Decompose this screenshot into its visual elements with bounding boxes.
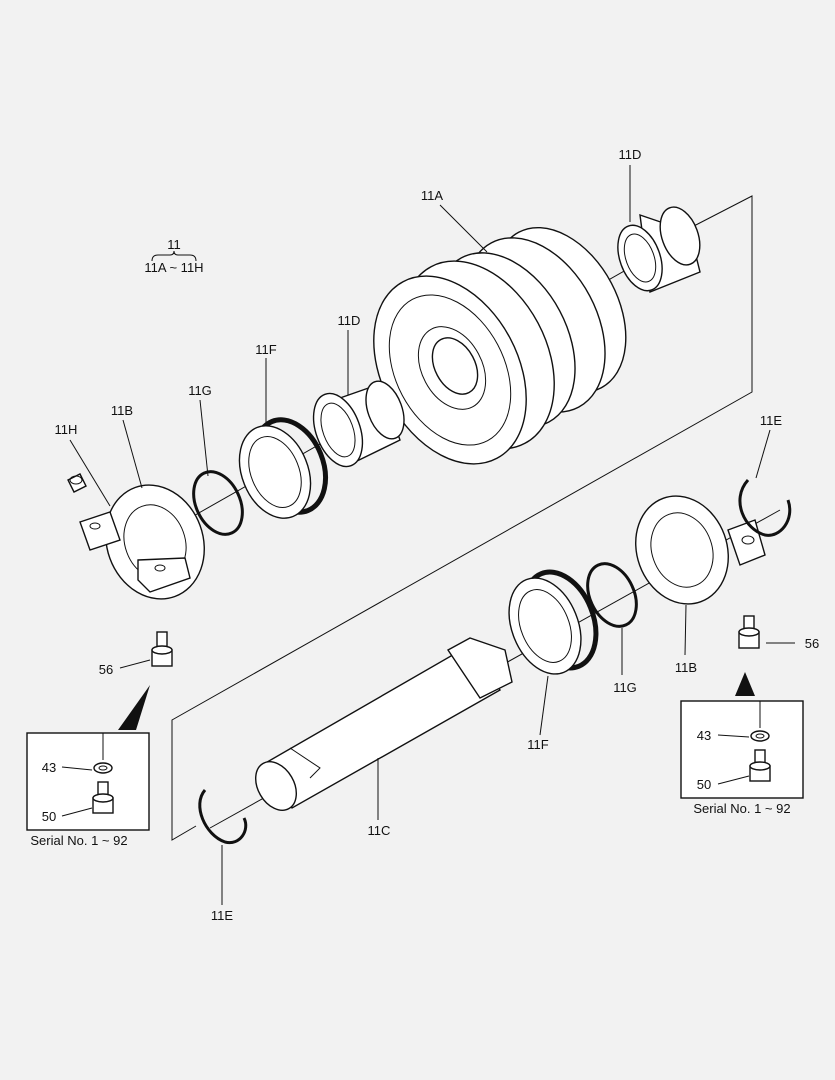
label-56-right: 56 bbox=[805, 636, 819, 651]
part-11e-snapring-top bbox=[738, 478, 792, 537]
part-56-bolt-left bbox=[151, 631, 173, 667]
part-11b-collar-right bbox=[635, 495, 766, 605]
inset-left-caption: Serial No. 1 ~ 92 bbox=[30, 833, 127, 848]
part-11a-roller bbox=[373, 226, 627, 465]
leader-lines bbox=[69, 165, 795, 905]
assembly-number: 11 bbox=[167, 237, 181, 252]
inset-right-bolt-label: 50 bbox=[697, 777, 711, 792]
part-11b-collar-left bbox=[79, 484, 205, 600]
inset-right-bolt bbox=[749, 749, 771, 782]
label-11f-top: 11F bbox=[255, 342, 276, 357]
inset-left: 43 50 bbox=[26, 732, 150, 831]
label-11f-bottom: 11F bbox=[527, 737, 548, 752]
inset-left-washer-label: 43 bbox=[42, 760, 56, 775]
part-11c-shaft bbox=[255, 637, 513, 811]
inset-left-bolt-label: 50 bbox=[42, 809, 56, 824]
inset-right-caption: Serial No. 1 ~ 92 bbox=[693, 801, 790, 816]
label-11e-top: 11E bbox=[760, 413, 782, 428]
part-11g-oring-bottom bbox=[586, 562, 638, 628]
label-56-left: 56 bbox=[99, 662, 113, 677]
arrow-to-inset-left bbox=[118, 685, 150, 730]
label-11e-bottom: 11E bbox=[211, 908, 233, 923]
label-11b-right: 11B bbox=[675, 660, 697, 675]
inset-right-washer-label: 43 bbox=[697, 728, 711, 743]
part-56-bolt-right bbox=[738, 615, 760, 649]
part-11d-bushing-mid bbox=[312, 380, 405, 468]
part-11g-oring-top bbox=[192, 470, 244, 536]
part-11f-seal-top bbox=[238, 417, 328, 519]
label-11d-top: 11D bbox=[619, 147, 642, 162]
label-11g-top: 11G bbox=[188, 383, 212, 398]
part-11f-seal-bottom bbox=[508, 569, 599, 675]
inset-right-washer bbox=[750, 730, 770, 742]
part-11h-setscrew bbox=[67, 473, 87, 493]
inset-left-bolt bbox=[92, 781, 114, 814]
frame-outline bbox=[171, 195, 753, 841]
label-11d-mid: 11D bbox=[338, 313, 361, 328]
label-11h: 11H bbox=[55, 422, 78, 437]
label-11g-bottom: 11G bbox=[613, 680, 637, 695]
part-11e-snapring-bottom bbox=[198, 789, 248, 845]
inset-left-washer bbox=[93, 762, 113, 774]
label-11a: 11A bbox=[421, 188, 443, 203]
label-11c: 11C bbox=[368, 823, 391, 838]
assembly-brace: 11 11A ~ 11H bbox=[144, 237, 203, 275]
assembly-range: 11A ~ 11H bbox=[144, 260, 203, 275]
arrow-to-inset-right bbox=[735, 672, 755, 696]
part-11d-bushing-top bbox=[617, 206, 701, 293]
inset-right: 43 50 bbox=[680, 700, 804, 799]
label-11b-left: 11B bbox=[111, 403, 133, 418]
